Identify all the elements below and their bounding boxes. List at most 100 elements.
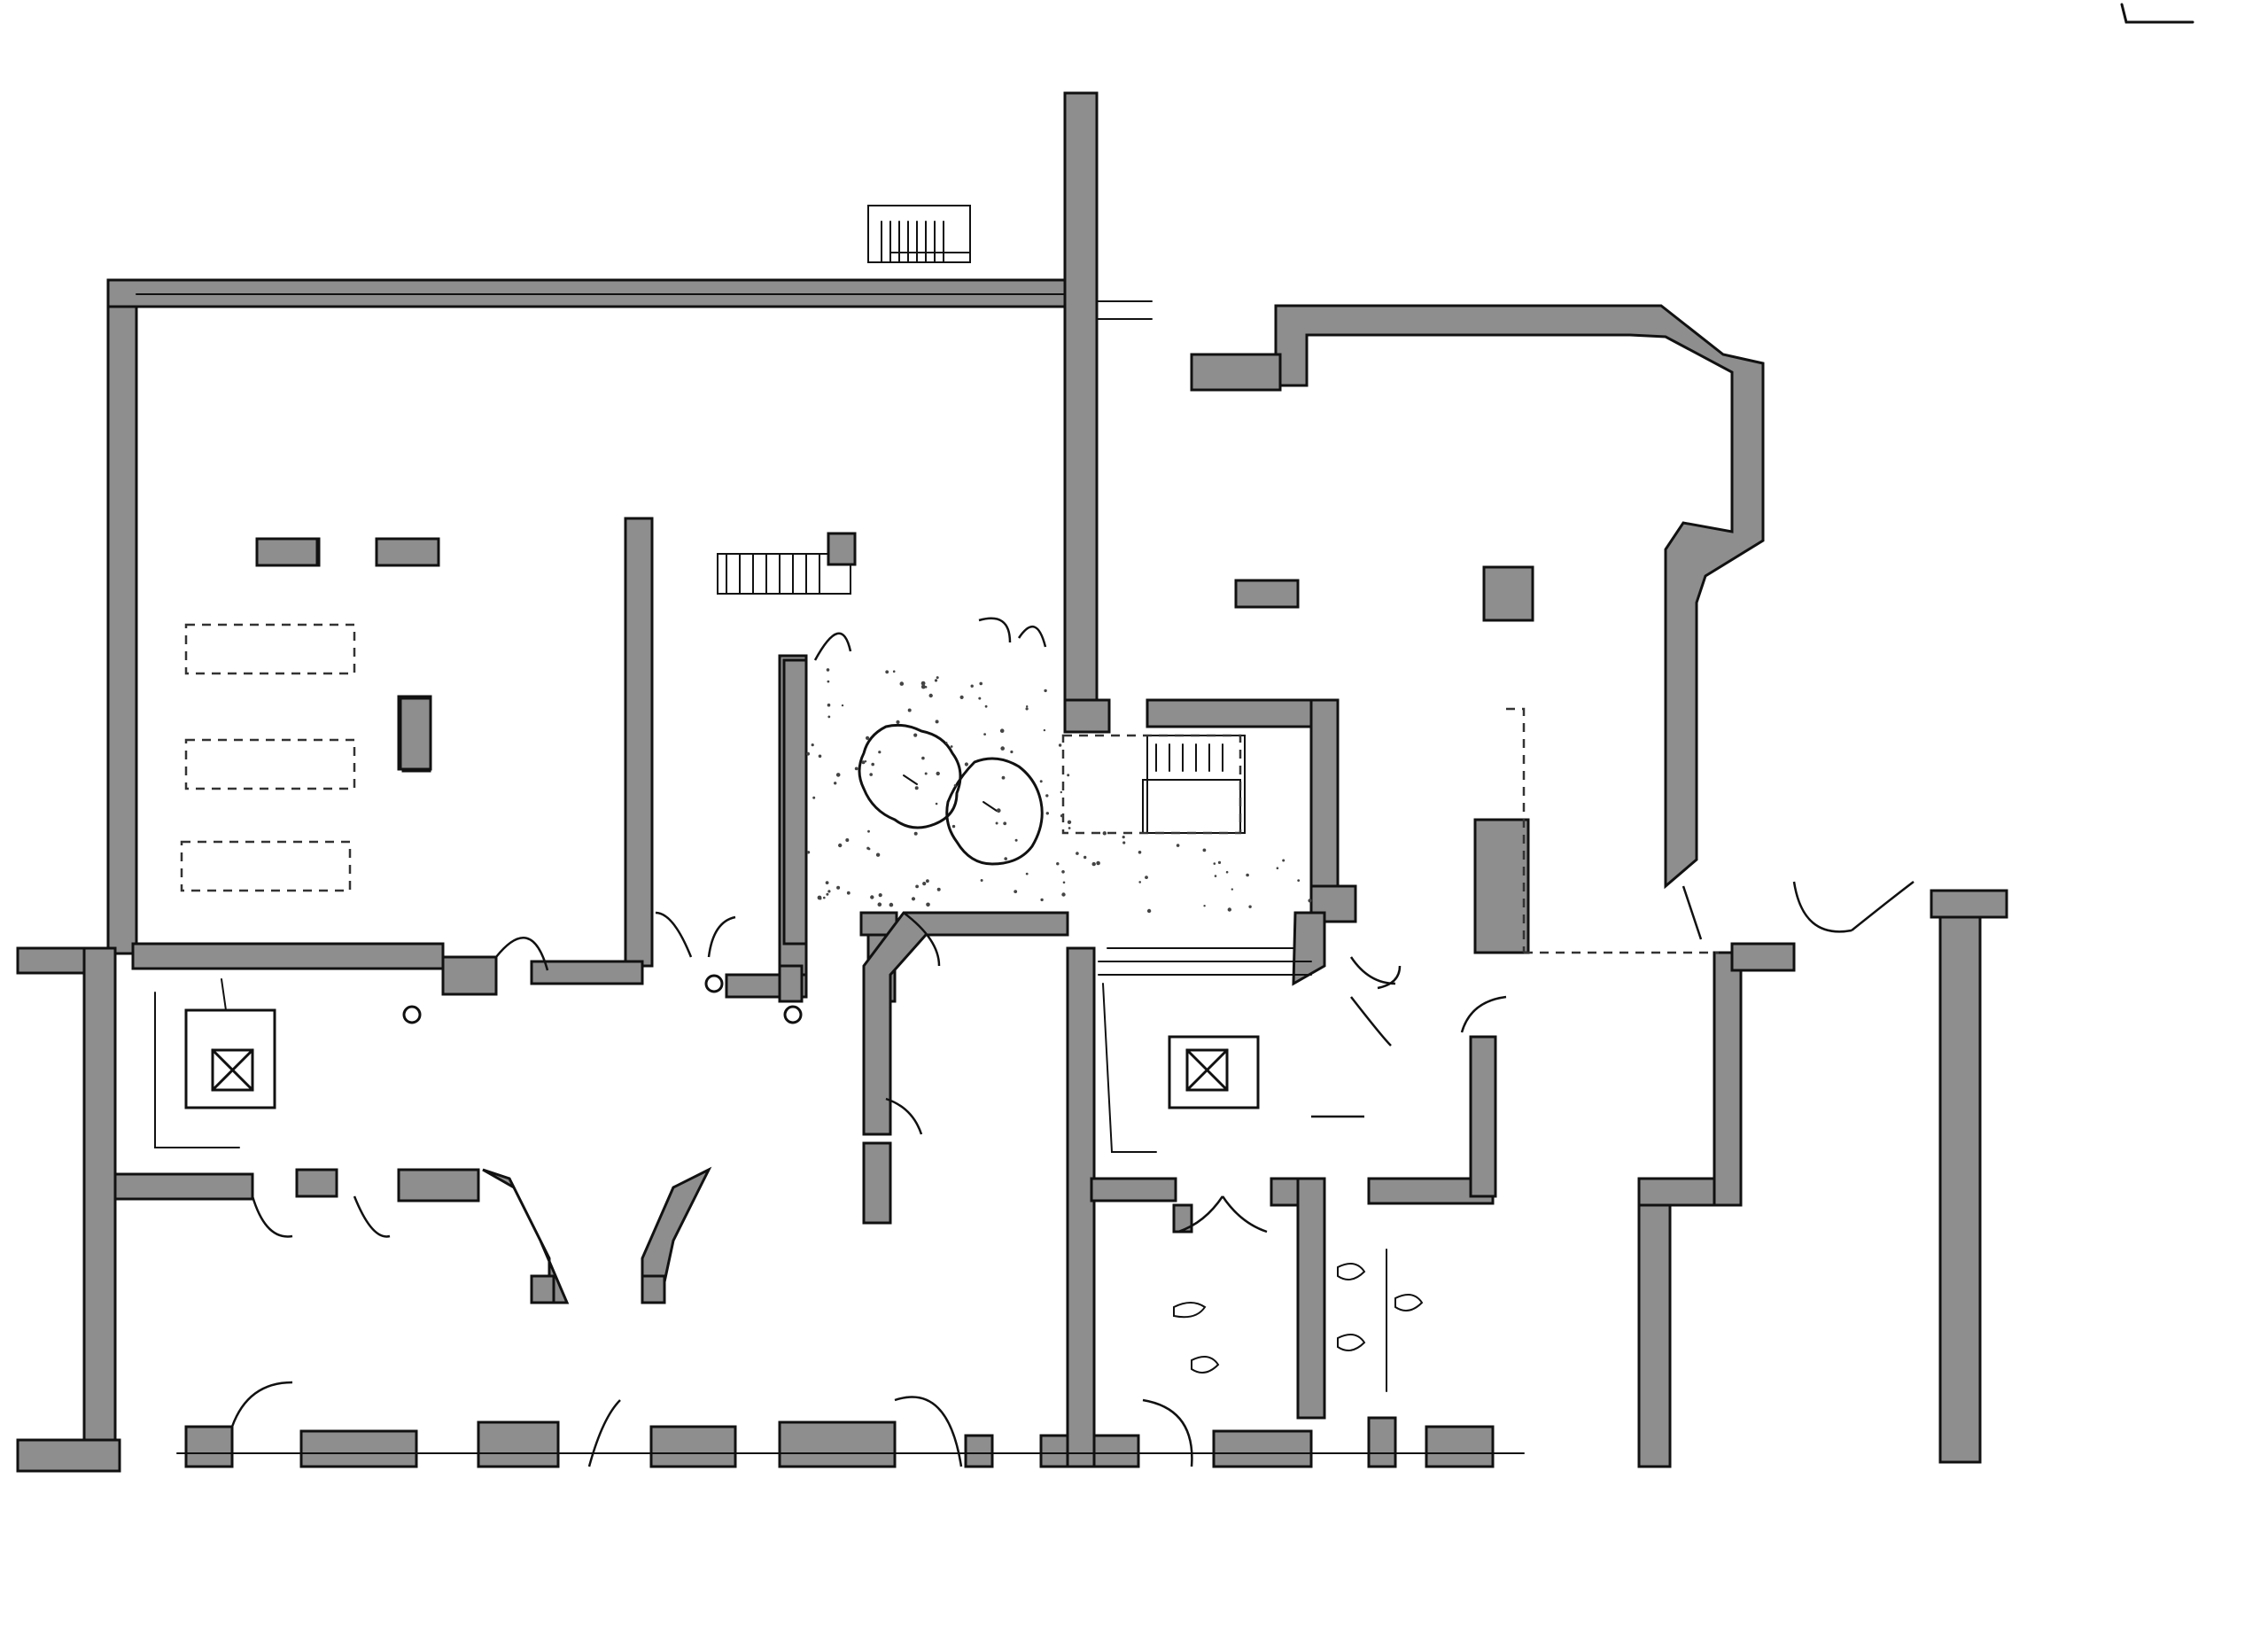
paving-dot — [1145, 876, 1148, 879]
paving-dot — [945, 742, 948, 744]
paving-dot — [1010, 750, 1014, 754]
paving-dot — [861, 760, 866, 765]
paving-dot — [921, 756, 925, 760]
paving-dot — [926, 879, 929, 883]
paving-dot — [877, 902, 882, 907]
paving-dot — [878, 751, 882, 754]
paving-dot — [819, 897, 822, 900]
paving-dot — [1213, 862, 1216, 865]
paving-dot — [936, 771, 940, 776]
paving-dot — [1202, 848, 1207, 852]
paving-dot — [841, 704, 844, 707]
central-walls — [1063, 91, 1340, 915]
paving-dot — [922, 882, 927, 886]
paving-dot — [1045, 794, 1049, 798]
paving-dot — [806, 851, 811, 854]
paving-dot — [1061, 892, 1066, 897]
paving-dot — [806, 751, 810, 756]
paving-dot — [1062, 881, 1066, 884]
paving-dot — [1025, 872, 1029, 876]
paving-dot — [827, 890, 831, 893]
paving-dot — [867, 829, 870, 833]
west-building-walls — [106, 278, 1067, 999]
paving-dot — [1122, 841, 1126, 844]
paving-dot — [896, 720, 900, 725]
paving-dot — [1014, 890, 1018, 893]
paving-dot — [1058, 743, 1062, 747]
paving-dot — [871, 762, 874, 767]
paving-dot — [1040, 898, 1044, 902]
paving-dot — [1060, 790, 1063, 794]
paving-dot — [892, 670, 896, 673]
paving-dot — [870, 895, 874, 899]
paving-dot — [1297, 879, 1301, 882]
paving-dot — [1068, 827, 1071, 829]
paving-dot — [1067, 820, 1072, 824]
dashed-furniture — [180, 623, 1719, 954]
stair-east-hall — [1142, 735, 1246, 834]
paving-dot — [936, 887, 941, 891]
paving-dot — [950, 745, 953, 748]
paving-dot — [811, 743, 814, 747]
paving-dot — [934, 679, 938, 682]
paving-dot — [914, 786, 919, 790]
paving-dot — [1146, 908, 1152, 914]
paving-dot — [1227, 907, 1232, 912]
paving-dot — [1001, 775, 1006, 780]
paving-dot — [983, 733, 986, 735]
paving-dot — [826, 668, 830, 672]
paving-dot — [996, 808, 1001, 813]
paving-dot — [875, 852, 881, 857]
stair-central — [717, 532, 857, 595]
paving-dot — [854, 767, 858, 771]
paving-dot — [878, 893, 882, 898]
paving-dot — [838, 843, 843, 848]
paving-dot — [866, 846, 870, 850]
paving-dot — [1122, 836, 1125, 839]
paving-dot — [1225, 870, 1229, 874]
elevator-east — [1102, 983, 1260, 1153]
paving-dot — [845, 838, 850, 842]
interior-walls — [482, 658, 1326, 1304]
paving-dot — [899, 681, 905, 686]
paving-dot — [1045, 812, 1050, 815]
paving-dot — [926, 902, 930, 907]
paving-dot — [1056, 862, 1060, 866]
paving-dot — [1246, 873, 1249, 877]
paving-dot — [995, 821, 998, 825]
paving-dot — [836, 885, 841, 890]
paving-dot — [1282, 859, 1285, 862]
paving-dot — [1203, 905, 1206, 907]
paving-dot — [913, 733, 918, 737]
paving-dot — [935, 720, 939, 724]
paving-dot — [1096, 860, 1100, 866]
paving-dot — [812, 796, 816, 799]
paving-dot — [1084, 855, 1087, 860]
paving-dot — [1060, 814, 1064, 818]
paving-dot — [1214, 875, 1217, 877]
paving-dot — [1000, 746, 1005, 751]
paving-dot — [1308, 899, 1312, 903]
paving-dot — [1076, 852, 1079, 855]
paving-dot — [953, 784, 957, 787]
paving-dot — [827, 680, 830, 683]
paving-dot — [978, 697, 982, 700]
paving-dot — [1025, 707, 1029, 711]
elevator-west — [154, 978, 276, 1148]
paving-dot — [1231, 888, 1234, 891]
paving-dot — [911, 897, 916, 901]
paving-dot — [864, 760, 867, 763]
chairs — [402, 974, 1424, 1392]
paving-dot — [1102, 831, 1107, 836]
paving-dot — [846, 891, 850, 895]
paving-dot — [1043, 728, 1046, 732]
paving-dot — [827, 703, 831, 707]
courtyard-trees — [858, 723, 1044, 866]
paving-dot — [1276, 867, 1279, 869]
paving-dot — [818, 754, 822, 759]
window-lines — [136, 293, 1525, 1454]
paving-dot — [835, 773, 841, 777]
paving-dot — [979, 681, 983, 686]
paving-dot — [1039, 780, 1043, 783]
